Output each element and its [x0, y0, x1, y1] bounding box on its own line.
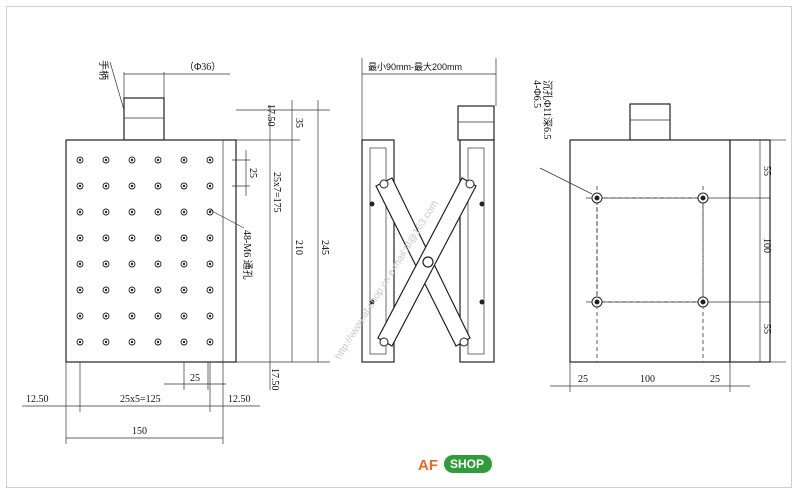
right-view: 4-Φ6.5 沉孔Φ11深6.5 55 100 55 25 100 25 [531, 80, 786, 392]
plate-hole-center [208, 288, 212, 292]
plate-hole-center [78, 262, 82, 266]
range-label: 最小90mm-最大200mm [368, 61, 462, 72]
plate-hole-center [130, 158, 134, 162]
row-pitch-label: 25 [247, 168, 258, 178]
plate-hole-center [104, 236, 108, 240]
plate-hole-center [182, 158, 186, 162]
plate-hole-center [182, 210, 186, 214]
left-view: 手柄 （Φ36） 17.50 35 25 25x7=175 210 245 48… [22, 60, 330, 444]
scissor-pivot [422, 256, 434, 268]
plate-hole-center [130, 262, 134, 266]
plate-hole-center [78, 158, 82, 162]
plate-hole-center [156, 236, 160, 240]
plate-hole-center [156, 288, 160, 292]
holes-label: 48-M6 通孔 [241, 230, 253, 280]
plate-hole-center [130, 314, 134, 318]
bottom-margin-label: 17.50 [269, 368, 280, 391]
rows-formula-label: 25x7=175 [271, 172, 282, 213]
knob-diameter-label: （Φ36） [184, 61, 221, 73]
plate-hole-center [208, 340, 212, 344]
plate-hole-center [78, 340, 82, 344]
plate-hole-center [104, 184, 108, 188]
plate-hole-center [104, 210, 108, 214]
logo-shop: SHOP [450, 457, 484, 471]
plate-hole-center [104, 340, 108, 344]
plate-hole-center [156, 158, 160, 162]
right-rail [459, 139, 495, 363]
right-margin-label: 12.50 [228, 394, 251, 405]
right-side-block [729, 139, 771, 363]
plate-hole-center [78, 210, 82, 214]
plate-hole-center [208, 314, 212, 318]
plate-hole-center [156, 210, 160, 214]
right-holes [591, 192, 709, 308]
plate-hole-center [130, 184, 134, 188]
plate-hole-center [130, 288, 134, 292]
plate-hole-center [156, 262, 160, 266]
right-spacing-v-label: 100 [761, 238, 772, 253]
plate-hole-center [104, 314, 108, 318]
left-plate [65, 139, 237, 363]
logo-mark: AF [418, 457, 438, 474]
plate-hole-center [208, 236, 212, 240]
plate-hole-center [130, 210, 134, 214]
plate-hole-center [182, 314, 186, 318]
plate-hole-center [104, 288, 108, 292]
plate-hole-center [208, 158, 212, 162]
right-left-margin-label: 25 [578, 374, 588, 385]
plate-hole-center [78, 314, 82, 318]
plate-hole-center [182, 340, 186, 344]
plate-hole-center [78, 236, 82, 240]
plate-hole-center [182, 288, 186, 292]
plate-hole-center [156, 314, 160, 318]
plate-hole-center [78, 288, 82, 292]
right-spacing-h-label: 100 [640, 374, 655, 385]
middle-view: 最小90mm-最大200mm [361, 58, 497, 363]
plate-hole-center [208, 184, 212, 188]
plate-hole-center [208, 262, 212, 266]
plate-hole-center [78, 184, 82, 188]
shop-logo: AF SHOP [418, 455, 492, 474]
knob-label: 手柄 [97, 60, 110, 80]
right-bottom-margin-label: 55 [761, 324, 772, 334]
plate-hole-center [182, 262, 186, 266]
plate-hole-center [182, 236, 186, 240]
right-right-margin-label: 25 [710, 374, 720, 385]
holes-count-label: 4-Φ6.5 [531, 80, 542, 108]
holes-counterbore-label: 沉孔Φ11深6.5 [541, 80, 554, 139]
height-total-label: 245 [319, 240, 330, 255]
cols-formula-label: 25x5=125 [120, 394, 161, 405]
bottom-pitch-label: 25 [190, 373, 200, 384]
plate-hole-center [104, 262, 108, 266]
plate-hole-center [104, 158, 108, 162]
left-hole-grid [76, 156, 214, 346]
middle-knob [457, 105, 495, 141]
width-total-label: 150 [132, 426, 147, 437]
plate-hole-center [156, 340, 160, 344]
right-top-margin-label: 55 [761, 166, 772, 176]
plate-hole-center [130, 340, 134, 344]
logo-badge [444, 455, 492, 473]
plate-hole-center [130, 236, 134, 240]
knob-body [123, 97, 165, 141]
top-margin-label: 17.50 [265, 104, 276, 127]
left-margin-label: 12.50 [26, 394, 49, 405]
plate-hole-center [208, 210, 212, 214]
height-inner-label: 210 [293, 240, 304, 255]
plate-hole-center [182, 184, 186, 188]
right-knob [629, 103, 671, 141]
right-plate [569, 139, 731, 363]
top-offset-label: 35 [293, 118, 304, 128]
plate-hole-center [156, 184, 160, 188]
